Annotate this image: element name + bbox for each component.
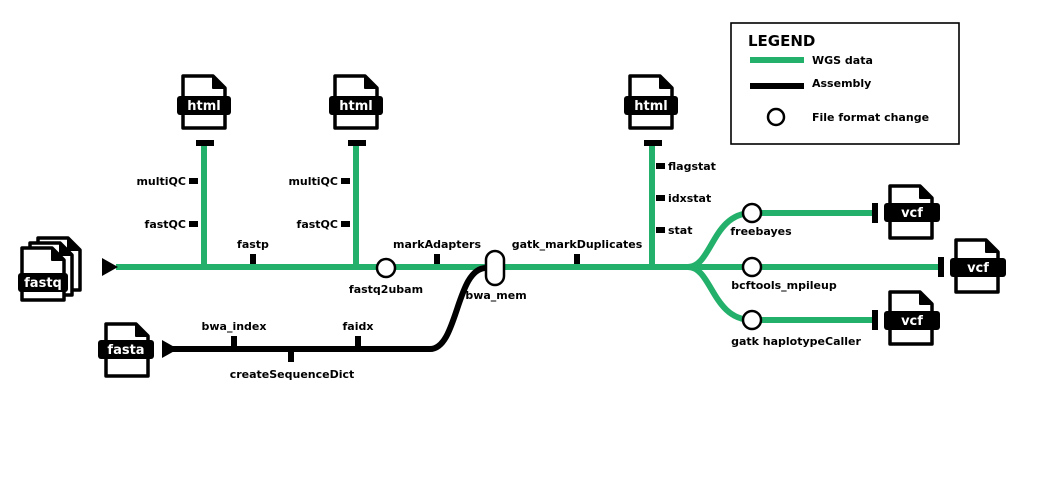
freebayes-branch-line [687,210,874,270]
html-file-icon-multiqc2: html [329,74,383,130]
label-multiqc-1: multiQC [136,175,186,188]
legend-title: LEGEND [748,32,815,50]
label-fastqc-2: fastQC [297,218,338,231]
legend: LEGEND WGS data Assembly File format cha… [730,22,960,145]
svg-text:vcf: vcf [901,314,923,329]
fastq-start-arrow [102,258,118,276]
fasta-start-arrow [162,340,178,358]
label-bcftools-mpileup: bcftools_mpileup [731,279,837,292]
vcf-file-icon-bcftools: vcf [950,238,1006,294]
svg-text:html: html [339,99,372,114]
label-flagstat: flagstat [668,160,716,173]
freebayes-circle-icon [741,202,763,224]
fasta-file-icon: fasta [98,322,154,378]
haplotypecaller-circle-icon [741,309,763,331]
step-labels: multiQC fastQC fastp multiQC fastQC fast… [136,160,861,381]
bwa-mem-merge-icon [484,249,506,287]
ticks [189,140,944,362]
fastq-file-stack-icon: fastq [18,236,82,302]
label-stat: stat [668,224,693,237]
label-freebayes: freebayes [730,225,792,238]
assembly-lines [170,265,496,352]
label-bwa-index: bwa_index [202,320,267,333]
assembly-main-line [170,265,496,352]
label-fastqc-1: fastQC [145,218,186,231]
html-file-icon-multiqc1: html [177,74,231,130]
label-gatk-haplotypecaller: gatk haplotypeCaller [731,335,861,348]
svg-text:vcf: vcf [967,261,989,276]
label-faidx: faidx [343,320,374,333]
vcf-file-icon-haplotypecaller: vcf [884,290,940,346]
fastq2ubam-circle-icon [375,257,397,279]
legend-circle-icon [766,107,786,127]
legend-format-change-label: File format change [812,111,929,124]
label-fastq2ubam: fastq2ubam [349,283,423,296]
wgs-lines [116,145,940,323]
svg-text:html: html [634,99,667,114]
svg-text:html: html [187,99,220,114]
label-createsequencedict: createSequenceDict [230,368,355,381]
label-gatk-markduplicates: gatk_markDuplicates [512,238,643,251]
svg-text:fastq: fastq [24,276,62,291]
label-idxstat: idxstat [668,192,711,205]
haplotypecaller-branch-line [687,264,874,323]
html-file-icon-stats: html [624,74,678,130]
svg-text:fasta: fasta [107,343,144,358]
legend-assembly-label: Assembly [812,77,871,90]
svg-text:vcf: vcf [901,206,923,221]
bcftools-circle-icon [741,256,763,278]
legend-wgs-label: WGS data [812,54,873,67]
label-fastp: fastp [237,238,269,251]
label-markadapters: markAdapters [393,238,481,251]
label-multiqc-2: multiQC [288,175,338,188]
label-bwa-mem: bwa_mem [465,289,526,302]
vcf-file-icon-freebayes: vcf [884,184,940,240]
